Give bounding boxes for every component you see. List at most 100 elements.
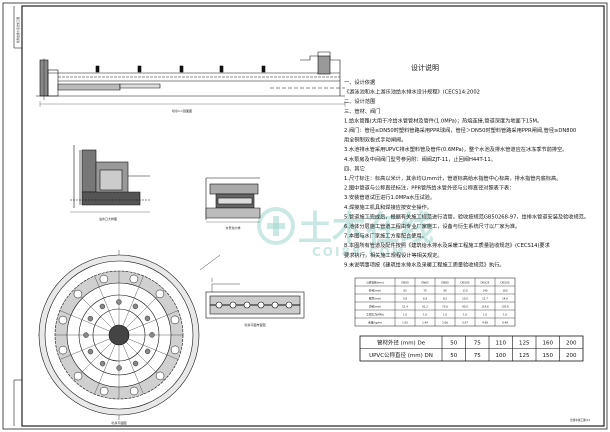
pipe-row-label: 管材外径 (mm) De xyxy=(377,339,426,347)
nozzle-icon xyxy=(99,386,109,396)
nozzle-icon xyxy=(155,371,165,381)
pipe-cell: 125 xyxy=(519,341,530,347)
pipe-cell: 100 xyxy=(496,353,507,359)
note-line: 用全铜制双板式手动闸阀。 xyxy=(344,136,406,144)
nozzle-icon xyxy=(170,315,180,325)
spec-cell: 3.07 xyxy=(462,320,468,324)
spec-cell: 14.6 xyxy=(502,296,508,300)
note-line: 三、管材、阀门 xyxy=(344,107,380,115)
nozzle-icon xyxy=(99,274,109,284)
spec-cell: 工作压力(MPa) xyxy=(366,312,384,316)
spec-cell: DN65 xyxy=(421,280,429,284)
nozzle-icon xyxy=(149,332,155,338)
spec-cell: 6.9 xyxy=(423,296,427,300)
nozzle-icon xyxy=(116,365,122,371)
spec-cell: 1.0 xyxy=(503,312,507,316)
note-line: 3.水池排水管采用UPVC排水塑料管及管件(0.6MPa)，整个水池及排水管道应… xyxy=(344,145,567,153)
spec-cell: DN100 xyxy=(461,280,470,284)
spec-cell: 1.0 xyxy=(443,312,447,316)
spec-cell: 51.4 xyxy=(402,304,408,308)
note-line: 1.给水管路(大用于冷给水管管材及管件(1.0MPa)；热熔连接,管道深度为地面… xyxy=(344,116,542,124)
caption-detail-left: 溢水口大样图 xyxy=(99,216,117,221)
caption-section: 喷泉1-1剖面图 xyxy=(172,108,192,113)
pipe-cell: 50 xyxy=(450,353,457,359)
note-line: 4.焊接施工机具和焊接应按安全操作。 xyxy=(344,203,432,211)
spec-cell: 1.0 xyxy=(463,312,467,316)
spec-cell: 114.6 xyxy=(481,304,489,308)
note-line: 二、设计范围 xyxy=(344,97,375,105)
spec-cell: 140 xyxy=(483,288,488,292)
note-line: 一、设计依据 xyxy=(344,78,375,86)
spec-cell: 10.0 xyxy=(462,296,468,300)
watermark-sub: COI88.COM xyxy=(312,245,406,259)
nozzle-icon xyxy=(129,274,139,284)
watermark: 土木在线 COI88.COM xyxy=(257,207,434,259)
nozzle-icon xyxy=(73,371,83,381)
sheet-number: 给排水施工图-01 xyxy=(570,418,590,422)
note-line: 7.本图与水厂家施工方案配合使用。 xyxy=(344,232,427,240)
note-line: 2.图中管道与公称直径标注，PPR管所给水管外径与公称直径对照表下表： xyxy=(344,184,514,192)
pipe-cell: 150 xyxy=(543,353,554,359)
spec-cell: 6.48 xyxy=(502,320,508,324)
spec-cell: 110 xyxy=(463,288,468,292)
pipe-cell: 75 xyxy=(474,341,481,347)
nozzle-icon xyxy=(144,315,151,322)
note-line: 《游泳池和水上游乐池给水排水设计规程》(CECS14:2002 xyxy=(344,88,480,96)
spec-cell: 公称直径(mm) xyxy=(366,280,383,284)
spec-cell: 130.8 xyxy=(501,304,509,308)
note-line: 3.安装管道试压进行1.0MPa水压试验。 xyxy=(344,193,435,201)
nozzle-icon xyxy=(170,345,180,355)
spec-cell: 12.7 xyxy=(482,296,488,300)
spec-cell: DN80 xyxy=(441,280,449,284)
section-drawing xyxy=(36,51,346,107)
spec-cell: 1.44 xyxy=(422,320,428,324)
spec-cell: 1.0 xyxy=(403,312,407,316)
spec-cell: 4.98 xyxy=(482,320,488,324)
watermark-logo-icon xyxy=(257,207,295,245)
spec-cell: 90.0 xyxy=(462,304,468,308)
nozzle-icon xyxy=(129,386,139,396)
spec-cell: 61.2 xyxy=(422,304,428,308)
spec-cell: 1.02 xyxy=(402,320,408,324)
spec-cell: DN150 xyxy=(501,280,510,284)
detail-right xyxy=(205,177,261,223)
nozzle-icon xyxy=(155,289,165,299)
spec-cell: 1.0 xyxy=(423,312,427,316)
notes-title: 设计说明 xyxy=(411,63,439,72)
nozzle-icon xyxy=(58,345,68,355)
watermark-main: 土木在线 xyxy=(298,209,434,249)
caption-plan: 喷泉平面图 xyxy=(111,420,126,425)
nozzle-icon xyxy=(58,315,68,325)
nozzle-icon xyxy=(116,299,122,305)
note-line: 要求执行，相关施工规程设计等相关规定。 xyxy=(344,251,443,259)
note-line: 2.阀门：管径≤DN50时塑料管路采用PPR球阀，管径＞DN50时塑料管路采用P… xyxy=(344,126,576,134)
nozzle-icon xyxy=(99,360,106,367)
note-line: 6.池体分层施工管道工程由专业厂家施工，设备与衍生系统尺寸以厂家为准。 xyxy=(344,222,520,230)
nozzle-icon xyxy=(83,332,89,338)
note-line: 9.未说明事项按《建筑给水排水及采暖工程施工质量验收规范》执行。 xyxy=(344,260,505,268)
design-notes: 设计说明 一、设计依据《游泳池和水上游乐池给水排水设计规程》(CECS14:20… xyxy=(344,63,589,268)
detail-left xyxy=(70,145,150,213)
spec-cell: 壁厚(mm) xyxy=(369,296,381,300)
nozzle-icon xyxy=(132,360,139,367)
nozzle-icon xyxy=(144,348,151,355)
note-line: 5.管道施工完成后，根据有关施工规范进行清管。验收按规范GB50268-97，给… xyxy=(344,212,589,220)
spec-cell: 外径(mm) xyxy=(369,288,381,292)
spec-cell: 重量(kg/m) xyxy=(368,320,382,324)
spec-cell: 75 xyxy=(423,288,427,292)
sheet-inner-frame xyxy=(21,5,605,427)
spec-cell: 内径(mm) xyxy=(369,304,381,308)
spec-cell: 5.8 xyxy=(403,296,407,300)
spec-cell: 2.06 xyxy=(442,320,448,324)
nozzle-icon xyxy=(132,303,139,310)
note-line: 8.本图所有管道及配件按照《建筑给水排水及采暖工程施工质量验收规范》(CECS1… xyxy=(344,241,551,249)
note-line: 4.水泵房及中间阀门型号参另附：阀阀ZJT-11，止回阀H44T-11。 xyxy=(344,155,496,163)
spec-cell: DN50 xyxy=(401,280,409,284)
plan-strip xyxy=(205,278,305,319)
sidebar-caption: 喷泉给排水设计施工图 xyxy=(16,17,20,43)
binding-strip: 喷泉给排水设计施工图 xyxy=(13,6,22,426)
